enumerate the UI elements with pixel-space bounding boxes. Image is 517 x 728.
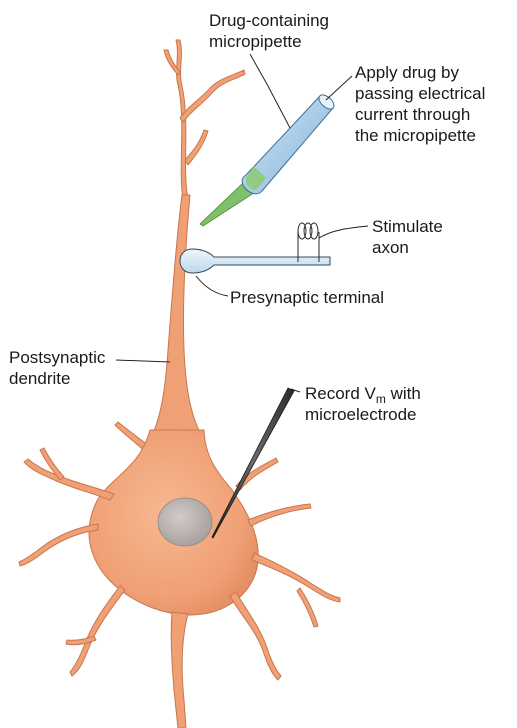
presynaptic-axon <box>180 249 330 273</box>
recording-microelectrode <box>212 388 294 538</box>
label-record-vm: Record Vm with microelectrode <box>305 383 421 425</box>
dendrite-branch <box>24 459 114 500</box>
leader-drug-pipette <box>250 54 290 128</box>
label-line: Record Vm with <box>305 383 421 404</box>
label-stimulate-axon: Stimulate axon <box>372 216 443 258</box>
stimulating-electrode <box>298 223 319 262</box>
nucleus <box>158 498 212 546</box>
label-line: current through <box>355 104 485 125</box>
dendrite-branch <box>19 524 98 566</box>
label-line: Postsynaptic <box>9 347 105 368</box>
label-presynaptic-terminal: Presynaptic terminal <box>230 287 384 308</box>
leader-presynaptic <box>196 276 228 296</box>
label-drug-containing-micropipette: Drug-containing micropipette <box>209 10 329 52</box>
label-line: Stimulate <box>372 216 443 237</box>
label-text: Record V <box>305 384 376 403</box>
dendrite-branch <box>70 586 125 676</box>
dendrite-branch <box>252 553 340 602</box>
dendrite-branch <box>297 588 318 627</box>
label-line: axon <box>372 237 443 258</box>
label-line: dendrite <box>9 368 105 389</box>
dendrite-branch <box>180 70 245 122</box>
leader-stimulate <box>319 226 368 238</box>
label-line: Drug-containing <box>209 10 329 31</box>
label-text: with <box>386 384 421 403</box>
label-line: microelectrode <box>305 404 421 425</box>
label-line: micropipette <box>209 31 329 52</box>
label-line: Presynaptic terminal <box>230 287 384 308</box>
label-postsynaptic-dendrite: Postsynaptic dendrite <box>9 347 105 389</box>
label-line: Apply drug by <box>355 62 485 83</box>
dendrite-branch <box>66 636 96 645</box>
leader-postsynaptic <box>116 360 170 362</box>
drug-micropipette <box>200 92 337 226</box>
axon-hillock <box>171 612 188 728</box>
dendrite-branch <box>185 130 208 165</box>
dendrite-branch <box>248 504 311 526</box>
leader-apply-drug <box>326 76 352 100</box>
postsynaptic-dendrite <box>150 195 204 440</box>
dendrite-branch <box>230 592 281 680</box>
presynaptic-terminal <box>180 249 330 273</box>
label-apply-drug: Apply drug by passing electrical current… <box>355 62 485 146</box>
label-line: the micropipette <box>355 125 485 146</box>
label-line: passing electrical <box>355 83 485 104</box>
